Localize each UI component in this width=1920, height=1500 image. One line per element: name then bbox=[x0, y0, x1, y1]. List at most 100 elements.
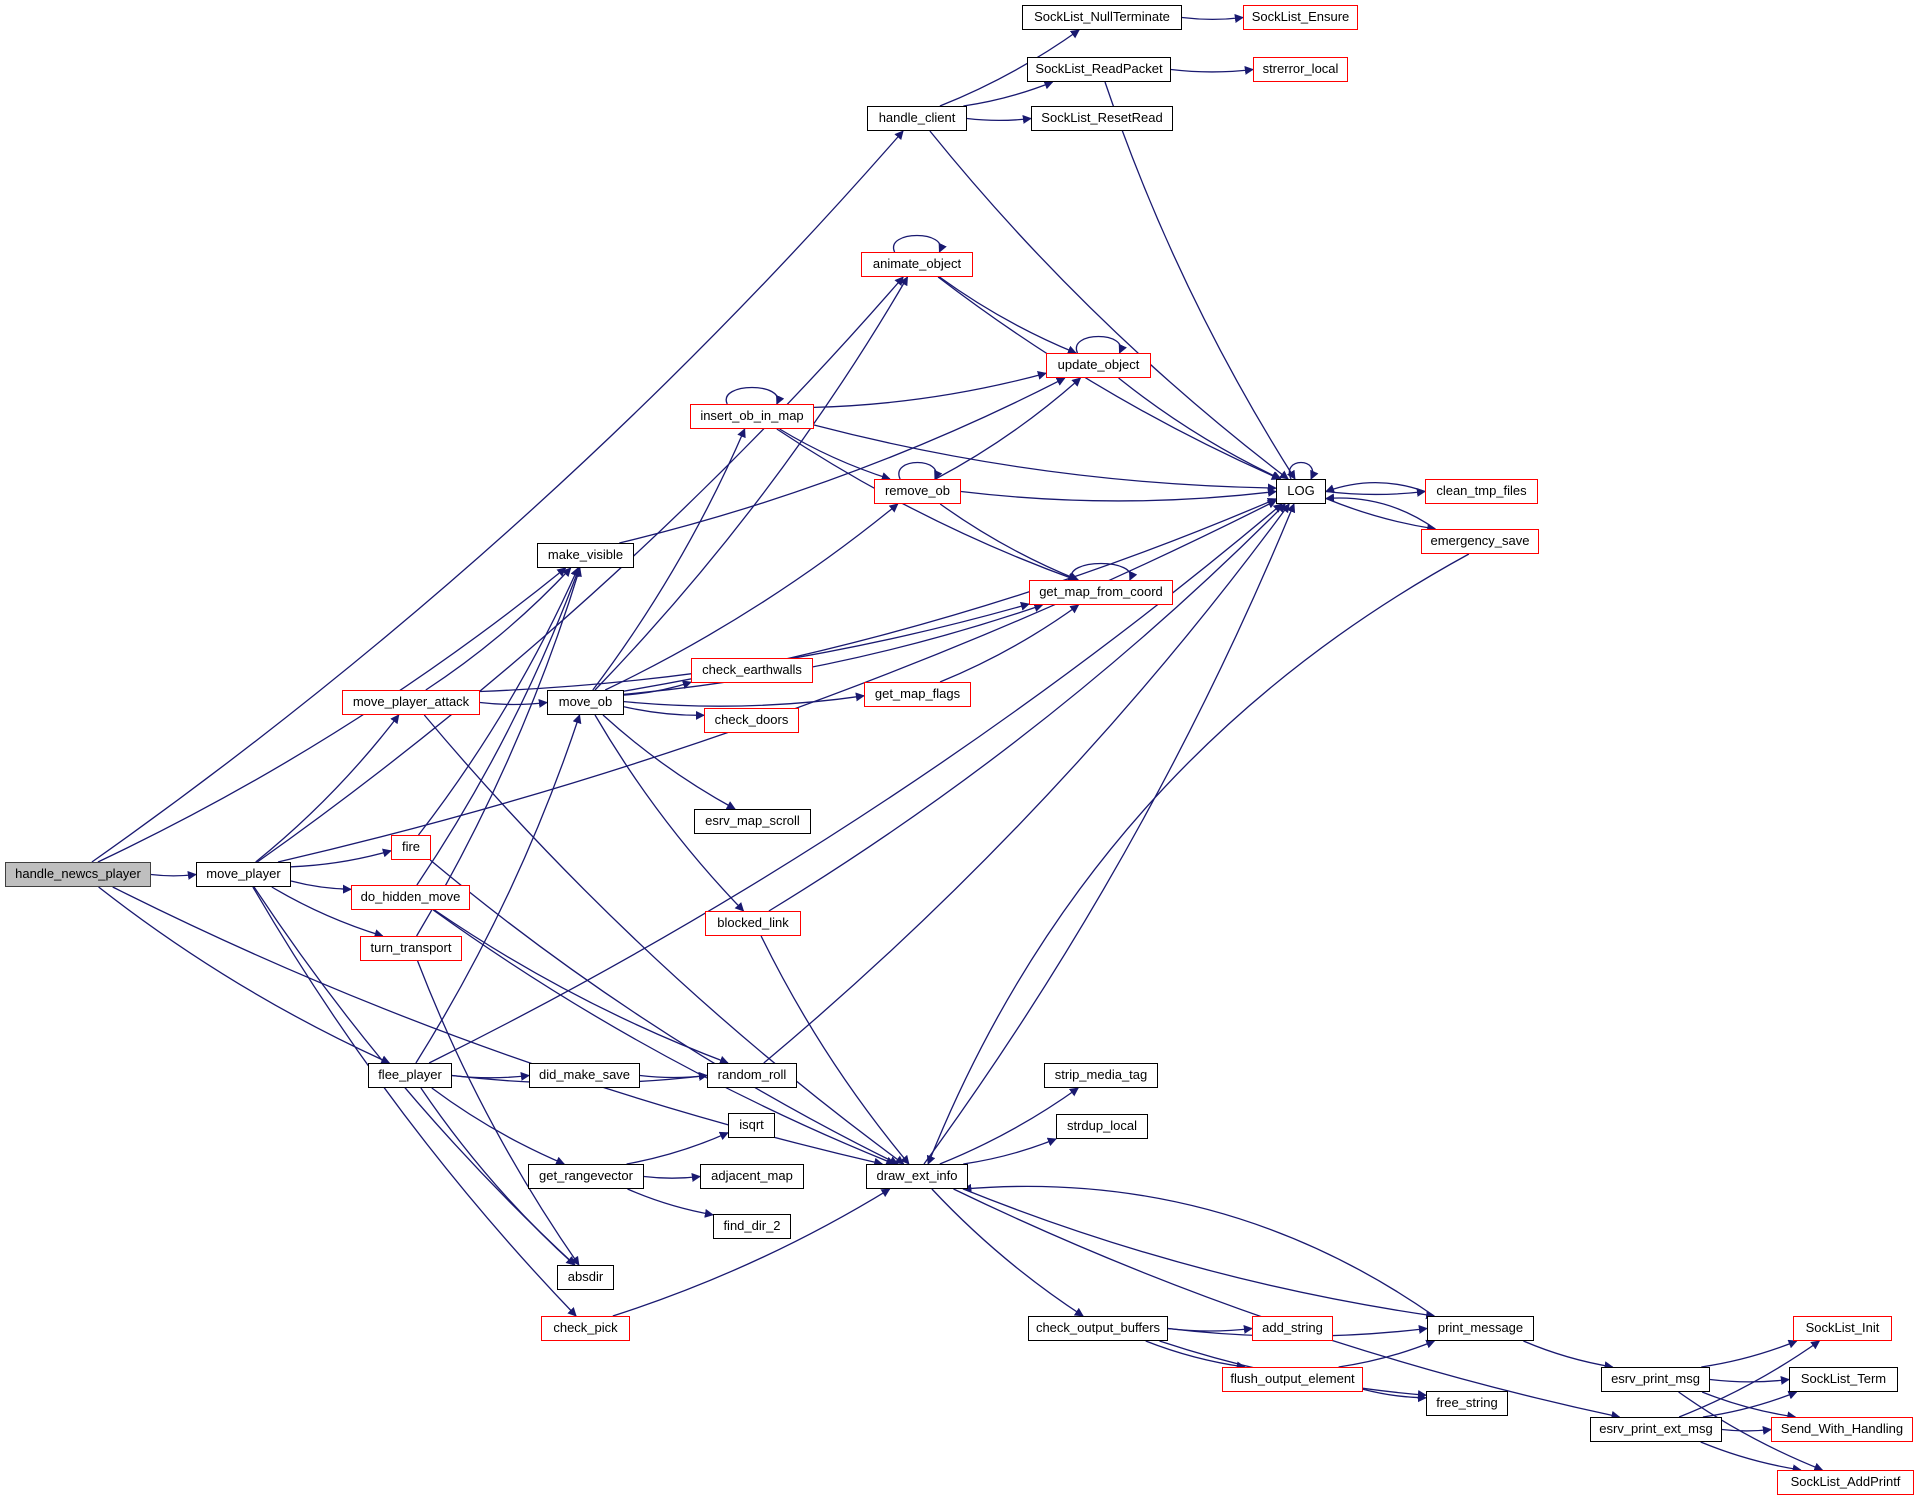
edge-get-map-from-coord-to-get-map-from-coord bbox=[1070, 562, 1138, 581]
node-random-roll[interactable]: random_roll bbox=[707, 1063, 797, 1088]
edge-move-ob-to-esrv-map-scroll bbox=[602, 714, 736, 810]
node-print-message[interactable]: print_message bbox=[1427, 1316, 1534, 1341]
edge-do-hidden-move-to-random-roll bbox=[434, 909, 729, 1065]
edge-move-ob-to-blocked-link bbox=[594, 714, 745, 912]
node-emergency-save[interactable]: emergency_save bbox=[1421, 529, 1539, 554]
node-flush-output-element[interactable]: flush_output_element bbox=[1222, 1367, 1363, 1392]
edge-update-object-to-log bbox=[1118, 377, 1282, 480]
node-update-object[interactable]: update_object bbox=[1046, 353, 1151, 378]
edge-move-player-to-animate-object bbox=[256, 276, 904, 863]
edge-esrv-print-msg-to-socklist-addprintf bbox=[1678, 1391, 1824, 1472]
edge-esrv-print-ext-msg-to-socklist-addprintf bbox=[1700, 1441, 1802, 1474]
node-find-dir-2[interactable]: find_dir_2 bbox=[713, 1214, 791, 1239]
edge-esrv-print-msg-to-send-with-handling bbox=[1701, 1391, 1797, 1421]
node-draw-ext-info[interactable]: draw_ext_info bbox=[866, 1164, 968, 1189]
node-send-with-handling[interactable]: Send_With_Handling bbox=[1771, 1417, 1913, 1442]
edge-move-player-to-check-pick bbox=[252, 886, 577, 1317]
edge-insert-ob-in-map-to-insert-ob-in-map bbox=[725, 386, 785, 405]
edge-flee-player-to-get-rangevector bbox=[431, 1087, 566, 1165]
edge-blocked-link-to-draw-ext-info bbox=[760, 935, 910, 1165]
edge-handle-client-to-socklist-resetread bbox=[966, 114, 1032, 124]
node-did-make-save[interactable]: did_make_save bbox=[529, 1063, 640, 1088]
node-animate-object[interactable]: animate_object bbox=[861, 252, 973, 277]
node-add-string[interactable]: add_string bbox=[1252, 1316, 1333, 1341]
edge-remove-ob-to-get-map-from-coord bbox=[939, 503, 1080, 582]
edge-random-roll-to-log bbox=[763, 503, 1290, 1064]
node-move-ob[interactable]: move_ob bbox=[547, 690, 624, 715]
edge-draw-ext-info-to-print-message bbox=[963, 1188, 1436, 1320]
node-strdup-local[interactable]: strdup_local bbox=[1056, 1114, 1148, 1139]
edge-handle-newcs-player-to-handle-client bbox=[91, 130, 904, 863]
node-strip-media-tag[interactable]: strip_media_tag bbox=[1044, 1063, 1158, 1088]
node-remove-ob[interactable]: remove_ob bbox=[874, 479, 961, 504]
edge-remove-ob-to-update-object bbox=[935, 377, 1082, 480]
node-move-player[interactable]: move_player bbox=[196, 862, 291, 887]
edge-fire-to-make-visible bbox=[417, 567, 579, 836]
edge-esrv-print-msg-to-socklist-term bbox=[1709, 1375, 1790, 1385]
node-socklist-ensure[interactable]: SockList_Ensure bbox=[1243, 5, 1358, 30]
edge-insert-ob-in-map-to-log bbox=[813, 424, 1277, 493]
node-make-visible[interactable]: make_visible bbox=[537, 543, 634, 568]
node-do-hidden-move[interactable]: do_hidden_move bbox=[351, 885, 470, 910]
node-socklist-term[interactable]: SockList_Term bbox=[1789, 1367, 1898, 1392]
edge-move-player-attack-to-draw-ext-info bbox=[423, 714, 905, 1165]
node-socklist-addprintf[interactable]: SockList_AddPrintf bbox=[1777, 1470, 1914, 1495]
edge-flee-player-to-move-ob bbox=[415, 714, 582, 1064]
edge-socklist-nullterminate-to-socklist-ensure bbox=[1181, 14, 1244, 23]
edge-move-ob-to-get-map-flags bbox=[623, 692, 865, 707]
node-adjacent-map[interactable]: adjacent_map bbox=[700, 1164, 804, 1189]
edge-move-player-to-turn-transport bbox=[271, 886, 384, 938]
edge-flee-player-to-absdir bbox=[420, 1087, 576, 1266]
node-fire[interactable]: fire bbox=[391, 835, 431, 860]
edge-animate-object-to-animate-object bbox=[892, 234, 947, 253]
edge-draw-ext-info-to-check-output-buffers bbox=[931, 1188, 1084, 1317]
node-check-doors[interactable]: check_doors bbox=[704, 708, 799, 733]
edge-handle-client-to-socklist-nullterminate bbox=[939, 29, 1080, 107]
node-free-string[interactable]: free_string bbox=[1426, 1391, 1508, 1416]
edge-move-player-attack-to-move-ob bbox=[479, 698, 548, 708]
node-socklist-readpacket[interactable]: SockList_ReadPacket bbox=[1027, 57, 1171, 82]
edge-did-make-save-to-random-roll bbox=[639, 1071, 708, 1081]
edge-print-message-to-esrv-print-msg bbox=[1523, 1340, 1614, 1371]
node-move-player-attack[interactable]: move_player_attack bbox=[342, 690, 480, 715]
edge-move-ob-to-check-earthwalls bbox=[623, 680, 692, 696]
node-get-rangevector[interactable]: get_rangevector bbox=[528, 1164, 644, 1189]
node-log[interactable]: LOG bbox=[1276, 479, 1326, 504]
node-clean-tmp-files[interactable]: clean_tmp_files bbox=[1425, 479, 1538, 504]
edge-remove-ob-to-log bbox=[960, 487, 1277, 502]
node-strerror-local[interactable]: strerror_local bbox=[1253, 57, 1348, 82]
edge-move-player-to-fire bbox=[290, 848, 392, 868]
node-socklist-nullterminate[interactable]: SockList_NullTerminate bbox=[1022, 5, 1182, 30]
node-handle-newcs-player: handle_newcs_player bbox=[5, 862, 151, 887]
edge-move-ob-to-animate-object bbox=[594, 276, 909, 691]
node-get-map-from-coord[interactable]: get_map_from_coord bbox=[1029, 580, 1173, 605]
edge-esrv-print-ext-msg-to-socklist-term bbox=[1702, 1390, 1798, 1418]
node-isqrt[interactable]: isqrt bbox=[728, 1113, 775, 1138]
edge-remove-ob-to-remove-ob bbox=[898, 461, 943, 480]
node-flee-player[interactable]: flee_player bbox=[368, 1063, 452, 1088]
edge-move-player-to-move-player-attack bbox=[255, 714, 400, 863]
edge-insert-ob-in-map-to-remove-ob bbox=[779, 428, 891, 481]
node-check-pick[interactable]: check_pick bbox=[541, 1316, 630, 1341]
node-esrv-print-msg[interactable]: esrv_print_msg bbox=[1601, 1367, 1710, 1392]
node-insert-ob-in-map[interactable]: insert_ob_in_map bbox=[690, 404, 814, 429]
node-socklist-init[interactable]: SockList_Init bbox=[1793, 1316, 1892, 1341]
edge-esrv-print-ext-msg-to-socklist-init bbox=[1678, 1340, 1821, 1418]
edge-log-to-log bbox=[1288, 461, 1319, 480]
node-get-map-flags[interactable]: get_map_flags bbox=[864, 682, 971, 707]
edge-check-output-buffers-to-flush-output-element bbox=[1145, 1340, 1246, 1371]
node-socklist-resetread[interactable]: SockList_ResetRead bbox=[1031, 106, 1173, 131]
node-handle-client[interactable]: handle_client bbox=[867, 106, 967, 131]
node-check-output-buffers[interactable]: check_output_buffers bbox=[1028, 1316, 1168, 1341]
node-blocked-link[interactable]: blocked_link bbox=[705, 911, 801, 936]
edge-update-object-to-update-object bbox=[1075, 335, 1127, 354]
edge-handle-newcs-player-to-flee-player bbox=[98, 886, 391, 1064]
node-esrv-map-scroll[interactable]: esrv_map_scroll bbox=[694, 809, 811, 834]
edge-get-rangevector-to-isqrt bbox=[626, 1131, 729, 1165]
edge-print-message-to-draw-ext-info bbox=[962, 1183, 1435, 1317]
node-check-earthwalls[interactable]: check_earthwalls bbox=[691, 658, 813, 683]
node-esrv-print-ext-msg[interactable]: esrv_print_ext_msg bbox=[1590, 1417, 1722, 1442]
node-turn-transport[interactable]: turn_transport bbox=[360, 936, 462, 961]
node-absdir[interactable]: absdir bbox=[557, 1265, 614, 1290]
